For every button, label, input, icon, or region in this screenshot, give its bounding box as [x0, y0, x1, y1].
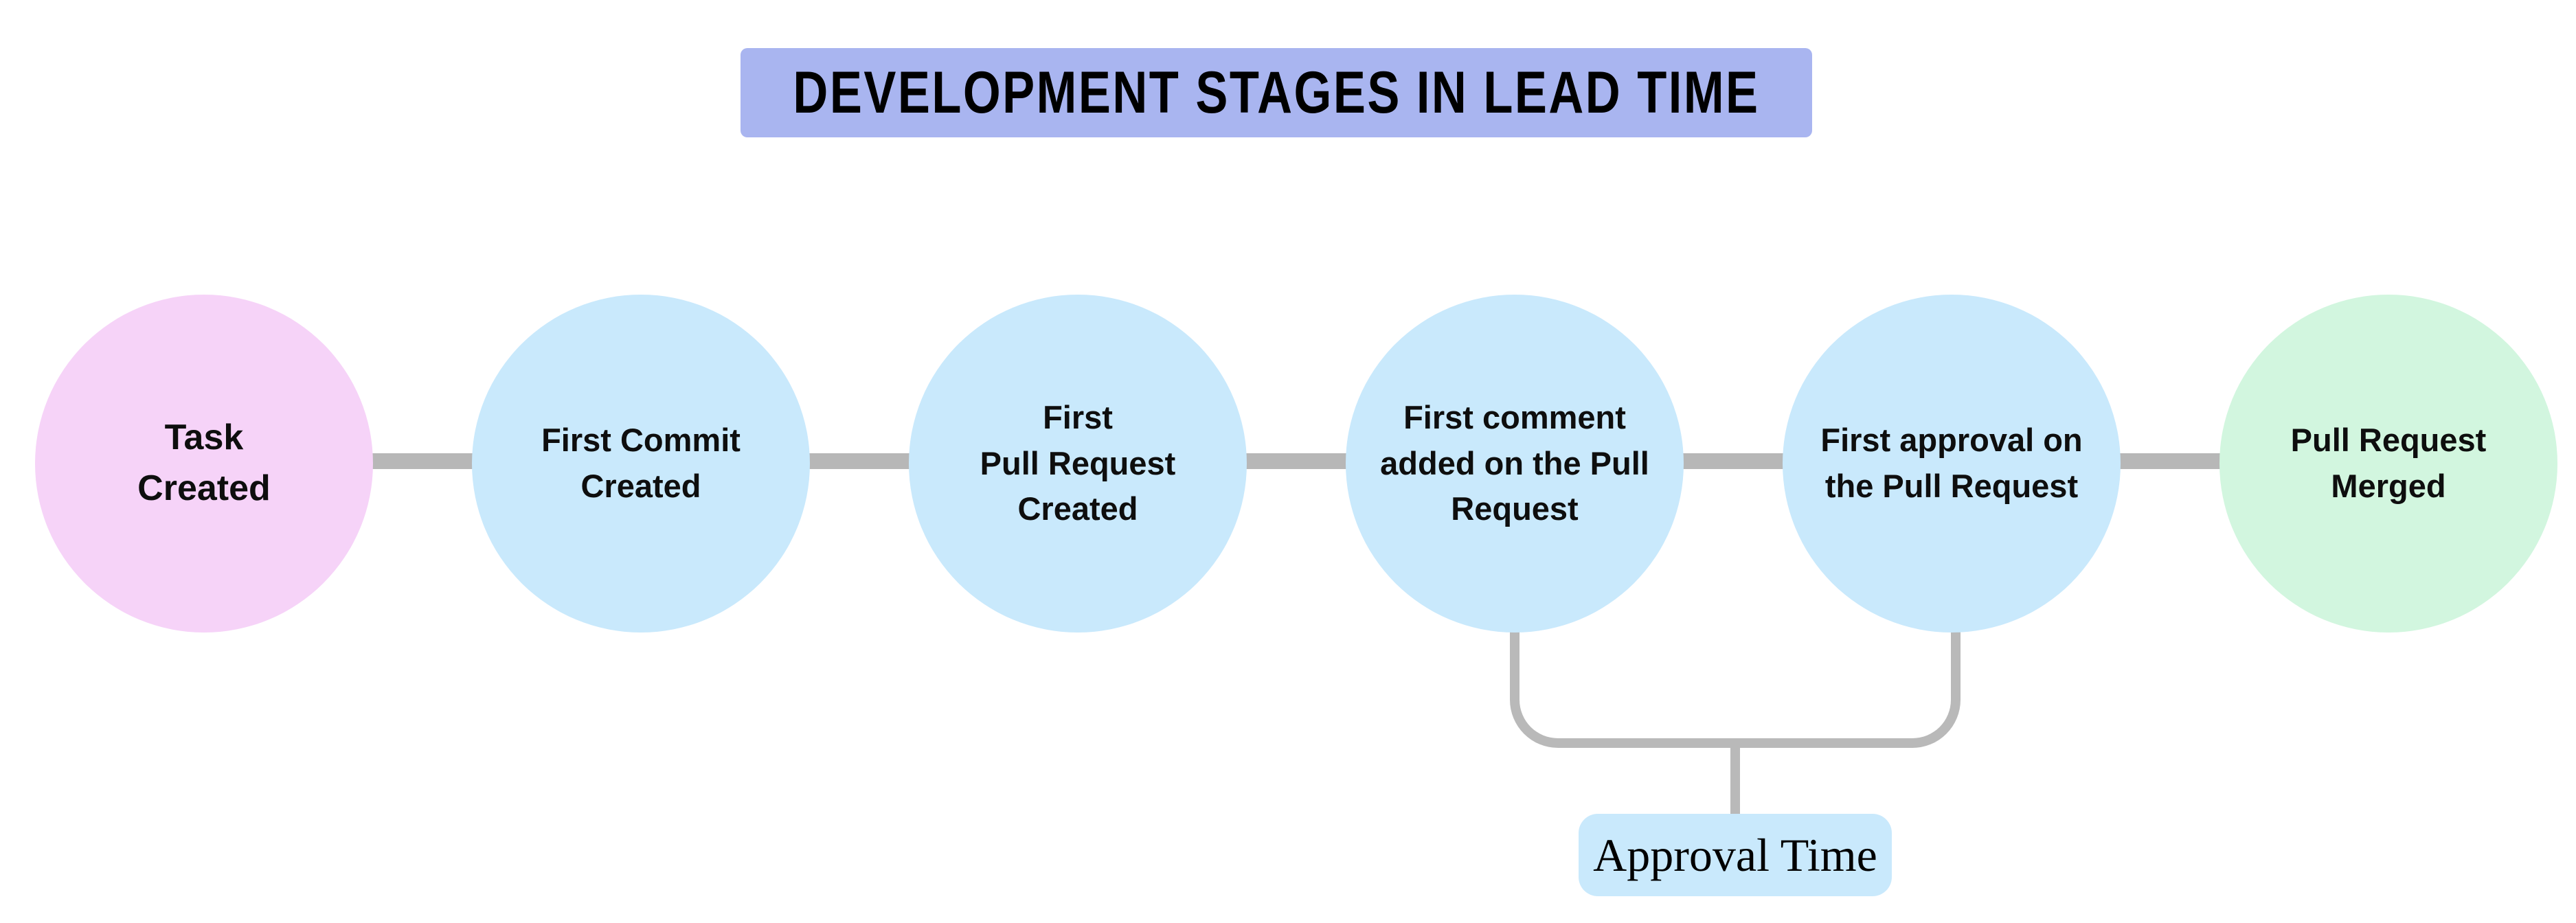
- approval-bracket-stem: [1730, 743, 1740, 814]
- stage-label: First Commit Created: [541, 422, 741, 504]
- approval-time-label: Approval Time: [1593, 828, 1877, 881]
- approval-bracket: [1510, 630, 1961, 748]
- stage-circle-first-pull-request-created: First Pull Request Created: [909, 295, 1247, 633]
- stage-circle-pull-request-merged: Pull Request Merged: [2219, 295, 2557, 633]
- stage-circle-first-commit-created: First Commit Created: [472, 295, 810, 633]
- stage-label: First approval on the Pull Request: [1820, 422, 2083, 504]
- stage-circle-first-approval: First approval on the Pull Request: [1783, 295, 2121, 633]
- stage-label: First Pull Request Created: [980, 398, 1176, 527]
- stage-label: Pull Request Merged: [2290, 422, 2487, 504]
- stage-label: Task Created: [137, 418, 271, 508]
- title-box: DEVELOPMENT STAGES IN LEAD TIME: [741, 48, 1812, 137]
- stage-circle-first-comment-added: First comment added on the Pull Request: [1346, 295, 1684, 633]
- approval-time-box: Approval Time: [1579, 814, 1892, 896]
- stage-label: First comment added on the Pull Request: [1380, 398, 1649, 527]
- diagram-title: DEVELOPMENT STAGES IN LEAD TIME: [793, 59, 1760, 126]
- stage-circle-task-created: Task Created: [35, 295, 373, 633]
